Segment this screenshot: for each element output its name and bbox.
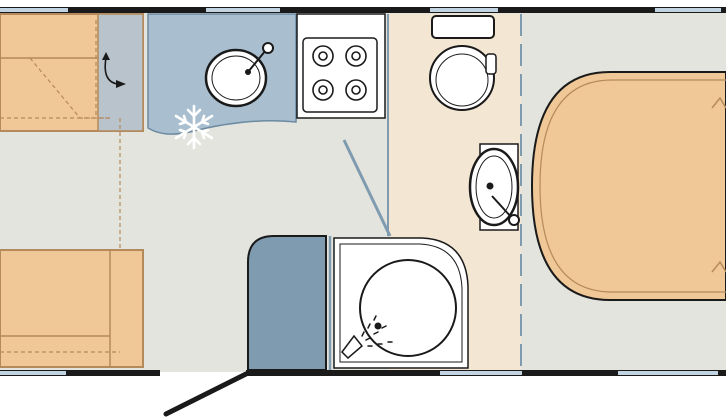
window-bottom-3 <box>618 371 718 375</box>
window-bottom-2 <box>440 371 522 375</box>
toilet[interactable] <box>429 15 497 111</box>
curved-double-arrow-icon <box>102 52 126 88</box>
kitchen-sink[interactable] <box>204 42 274 108</box>
sofa-bottom-left <box>0 249 144 368</box>
kitchen-partition <box>342 139 392 237</box>
entrance-door[interactable] <box>163 371 249 417</box>
gas-burner-icon <box>312 45 367 101</box>
wall-bottom-left <box>0 370 160 376</box>
wall-top <box>0 7 726 13</box>
shower-cubicle[interactable] <box>333 237 469 369</box>
window-top-2 <box>206 8 280 12</box>
shower-head-icon <box>341 315 393 360</box>
sofa-front-left <box>0 13 144 132</box>
island-bed[interactable] <box>530 71 726 301</box>
window-top-3 <box>430 8 498 12</box>
snowflake-icon <box>174 104 214 150</box>
window-top-4 <box>655 8 721 12</box>
window-bottom-1 <box>0 371 66 375</box>
gas-hob[interactable] <box>296 13 386 119</box>
wardrobe[interactable] <box>247 235 327 371</box>
washroom-basin[interactable] <box>468 143 520 231</box>
window-top-1 <box>0 8 68 12</box>
